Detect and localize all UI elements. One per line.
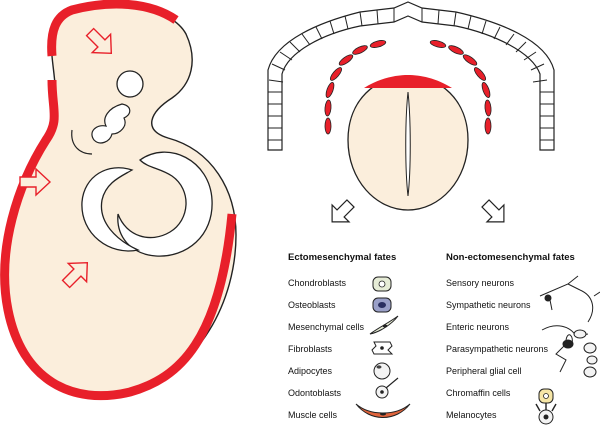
embryo [0, 0, 237, 401]
fate-label-mesenchymal-cells: Mesenchymal cells [288, 322, 365, 332]
fate-label-sensory-neurons: Sensory neurons [446, 278, 515, 288]
chondroblast-icon [372, 276, 392, 292]
crest-cell [462, 54, 478, 66]
fate-label-chromaffin-cells: Chromaffin cells [446, 388, 511, 398]
crest-cell [481, 82, 491, 98]
non-ectomesenchymal-heading: Non-ectomesenchymal fates [446, 252, 575, 263]
fate-label-parasympathetic-neurons: Parasympathetic neurons [446, 344, 549, 354]
muscle-cell-icon [355, 403, 411, 418]
dispersal-arrow-left [331, 199, 355, 223]
osteoblast-icon [372, 297, 392, 313]
crest-cell [448, 45, 464, 55]
tail-curl [117, 151, 213, 257]
ectoderm-layer [267, 1, 555, 151]
branchial-arches [91, 103, 131, 144]
melanocyte-icon [535, 403, 557, 425]
pharyngeal-groove [71, 129, 93, 155]
fate-label-osteoblasts: Osteoblasts [288, 300, 336, 310]
ectoderm-cell-dividers [268, 8, 554, 141]
crest-cell [325, 82, 335, 98]
fate-label-fibroblasts: Fibroblasts [288, 344, 333, 354]
migrating-crest-cells [324, 40, 492, 135]
crest-cell [324, 117, 332, 135]
crest-cell [484, 99, 492, 117]
dorsal-crest-cap [364, 75, 452, 88]
crest-cell [329, 67, 343, 81]
sympathetic-neuron-icon [579, 289, 600, 323]
optic-vesicle [116, 70, 144, 98]
crest-cell [473, 67, 487, 81]
fate-label-odontoblasts: Odontoblasts [288, 388, 342, 398]
sensory-neuron-icon [539, 275, 581, 311]
fate-label-adipocytes: Adipocytes [288, 366, 333, 376]
parasympathetic-neuron-icon [555, 334, 598, 378]
crest-border-body [0, 79, 237, 401]
chromaffin-cell-icon [538, 388, 554, 404]
fate-label-muscle-cells: Muscle cells [288, 410, 338, 420]
neural-canal [405, 91, 411, 197]
cross-section [267, 1, 555, 223]
crest-border-head [47, 0, 179, 57]
ectomesenchymal-heading: Ectomesenchymal fates [288, 252, 397, 263]
fate-label-peripheral-glial-cell: Peripheral glial cell [446, 366, 522, 376]
crest-cell [352, 45, 368, 55]
crest-cell [429, 40, 447, 48]
migration-arrow-top [85, 27, 113, 55]
crest-cell [484, 117, 492, 135]
fibroblast-icon [371, 341, 394, 355]
body-cavity [81, 167, 141, 252]
enteric-neuron-icon [541, 325, 589, 339]
odontoblast-icon [375, 377, 399, 399]
fate-label-sympathetic-neurons: Sympathetic neurons [446, 300, 531, 310]
dispersal-arrow-right [481, 199, 505, 223]
migration-arrow-bottom [61, 261, 89, 289]
fate-label-melanocytes: Melanocytes [446, 410, 497, 420]
fate-label-enteric-neurons: Enteric neurons [446, 322, 510, 332]
adipocyte-icon [373, 362, 391, 380]
crest-cell [324, 99, 332, 117]
crest-cell [338, 54, 354, 66]
fate-label-chondroblasts: Chondroblasts [288, 278, 347, 288]
migration-arrow-left [19, 167, 52, 197]
crest-cell [369, 40, 387, 48]
mesenchymal-cell-icon [369, 315, 399, 335]
